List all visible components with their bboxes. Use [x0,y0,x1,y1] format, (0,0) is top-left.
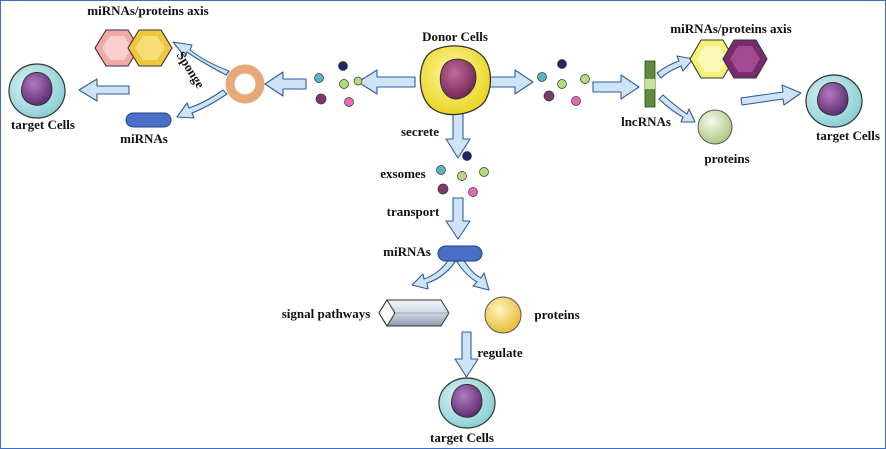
label-lncrnas: lncRNAs [621,114,671,129]
label-target-right: target Cells [816,128,880,143]
label-donor-cells: Donor Cells [422,29,488,44]
arrow-mirna-to-pathways [411,258,456,290]
arrow-transport [445,197,471,240]
arrows [78,41,802,378]
arrow-regulate [454,331,479,378]
label-target-bottom: target Cells [430,430,494,445]
arrow-donor-to-vesicles-left [357,69,416,95]
label-target-left: target Cells [11,117,75,132]
signal-pathway-cylinder-icon [378,299,450,327]
label-transport: transport [387,204,440,219]
protein-right-icon [697,109,733,145]
vesicles-left [314,61,363,107]
label-axis-right: miRNAs/proteins axis [670,21,791,36]
target-cell-bottom-icon [438,377,496,429]
protein-center-icon [484,296,522,334]
lncrna-bar-icon [644,60,656,108]
hexagon-axis-left-icon [94,29,173,67]
label-signal-pathways: signal pathways [282,306,371,321]
arrow-to-target-right [740,84,802,106]
label-regulate: regulate [477,345,522,360]
label-proteins-center: proteins [534,307,579,322]
arrow-vesicles-to-ring [264,71,307,97]
mirna-bar-left-icon [125,112,172,128]
label-exosomes: exsomes [380,166,426,181]
label-axis-left: miRNAs/proteins axis [87,3,208,18]
label-mirnas-left: miRNAs [120,131,168,146]
arrow-ring-to-mirna [176,89,228,119]
donor-cell [419,45,491,116]
target-cell-left-icon [8,63,66,119]
arrow-lncrna-to-hex [656,55,694,79]
arrow-lncrna-to-protein [658,94,696,123]
arrow-secrete [445,113,471,159]
label-mirnas-center: miRNAs [383,244,431,259]
arrow-hex-to-target [78,78,130,102]
arrow-mirna-to-proteins [456,258,490,291]
circrna-ring-icon [225,64,265,104]
label-secrete: secrete [401,124,439,139]
target-cell-right-icon [805,74,863,128]
label-sponge: Sponge [174,48,208,90]
arrow-ring-to-hex [172,41,230,76]
vesicles-center [436,151,489,197]
arrow-donor-to-vesicles-right [487,69,534,95]
label-proteins-right: proteins [704,151,749,166]
hexagon-axis-right-icon [689,39,768,79]
arrow-vesicles-to-lncrna [592,74,640,100]
vesicles-right [537,59,590,106]
mirna-bar-center-icon [437,245,483,262]
